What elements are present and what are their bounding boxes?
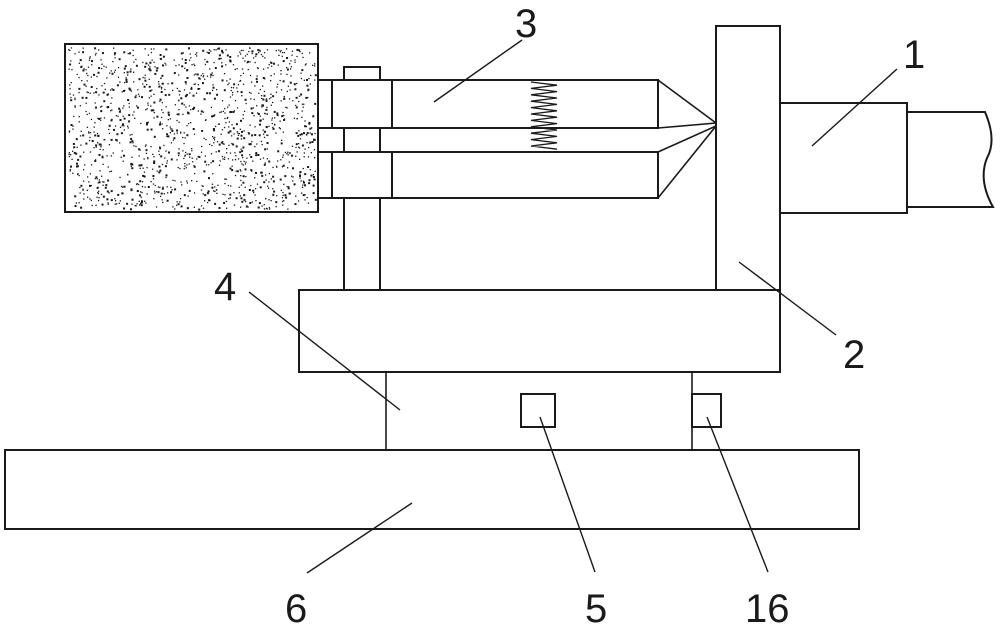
- leader-line-16: [706, 416, 769, 573]
- leader-line-1: [811, 68, 898, 147]
- spring-icon: [530, 81, 558, 150]
- vertical-plate: [715, 25, 781, 293]
- clamp-arm-lower: [317, 151, 659, 199]
- collar-connector: [343, 127, 381, 153]
- speckle-texture: [68, 47, 317, 211]
- speckled-block: [64, 43, 319, 213]
- label-16: 16: [745, 587, 790, 631]
- label-6: 6: [285, 587, 307, 631]
- shaft-assembly: [779, 102, 995, 214]
- leader-line-3: [433, 39, 523, 103]
- leader-line-2: [738, 261, 837, 336]
- clamp-arm-upper: [317, 79, 659, 129]
- leader-line-4: [248, 291, 401, 411]
- vertical-post: [343, 195, 381, 291]
- label-3: 3: [515, 2, 537, 46]
- arm-tip-lower: [657, 125, 717, 199]
- top-cap: [343, 66, 381, 81]
- label-2: 2: [843, 333, 865, 377]
- sensor-box-16: [691, 393, 722, 428]
- arm-tip-upper: [657, 79, 719, 129]
- leader-line-6: [306, 502, 413, 574]
- leader-line-5: [539, 416, 596, 573]
- base-plate: [4, 449, 860, 530]
- slide-block: [298, 289, 781, 373]
- label-5: 5: [585, 587, 607, 631]
- label-4: 4: [214, 265, 236, 309]
- sensor-box-5: [520, 393, 556, 428]
- label-1: 1: [903, 33, 925, 77]
